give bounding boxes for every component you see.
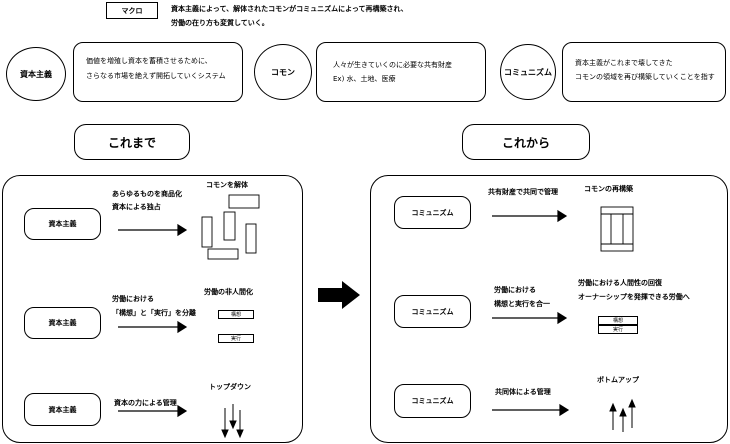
panel-before [2,175,303,443]
right-row-2-label-box: コミュニズム [394,295,471,328]
row-label: コミュニズム [411,307,454,316]
right-row-3-label-box: コミュニズム [394,384,471,418]
def-box-communism: 資本主義がこれまで壊してきた コモンの領域を再び構築していくことを指す [562,42,726,102]
mini-box-label: 実行 [230,336,241,342]
def-term: コモン [271,67,295,77]
heading-after: これから [462,124,590,160]
row-desc: あらゆるものを商品化 [112,190,182,198]
def-term: コミュニズム [504,67,552,77]
heading-after-label: これから [501,135,550,150]
mini-box-label: 構想 [612,318,623,324]
row-desc: 資本の力による管理 [114,399,177,407]
transition-arrow [318,281,360,309]
row-desc: 共有財産で共同で管理 [488,188,558,196]
header-line-2: 労働の在り方も変質していく。 [171,19,269,27]
row-result: コモンの再構築 [584,185,633,193]
def-line: 価値を増殖し資本を蓄積させるために、 [86,57,212,65]
row-desc: 共同体による管理 [495,388,551,396]
row-result: コモンを解体 [206,181,248,189]
row-desc: 構想と実行を合一 [494,300,550,308]
def-circle-communism: コミュニズム [500,44,556,100]
row-label: コミュニズム [411,397,454,405]
heading-before-label: これまで [107,135,156,150]
def-term: 資本主義 [20,69,52,79]
panel-after [370,175,728,443]
def-circle-commons: コモン [254,44,312,100]
mini-box-execution: 実行 [218,334,254,343]
mini-box-execution: 実行 [598,325,638,334]
def-line: Ex) 水、土地、医療 [333,75,396,83]
row-result: ボトムアップ [597,376,639,384]
row-label: 資本主義 [48,405,77,414]
macro-tag: マクロ [106,2,158,19]
def-line: さらなる市場を絶えず開拓していくシステム [86,72,226,80]
header-line-1: 資本主義によって、解体されたコモンがコミュニズムによって再構築され、 [171,5,408,13]
def-box-capitalism: 価値を増殖し資本を蓄積させるために、 さらなる市場を絶えず開拓していくシステム [73,42,243,102]
left-row-2-label-box: 資本主義 [24,307,101,339]
def-line: コモンの領域を再び構築していくことを指す [575,73,715,81]
left-row-3-label-box: 資本主義 [24,393,101,426]
def-line: 人々が生きていくのに必要な共有財産 [333,61,452,69]
def-line: 資本主義がこれまで壊してきた [575,59,673,67]
def-box-commons: 人々が生きていくのに必要な共有財産 Ex) 水、土地、医療 [316,42,486,102]
row-label: 資本主義 [48,220,77,228]
row-desc: 労働における [494,286,536,294]
def-circle-capitalism: 資本主義 [6,47,66,101]
row-desc: 「構想」と「実行」を分離 [112,309,196,317]
mini-box-label: 構想 [230,312,241,318]
left-row-1-label-box: 資本主義 [24,208,101,240]
mini-box-concept: 構想 [218,310,254,319]
row-result: 労働における人間性の回復 [578,279,662,287]
row-result: トップダウン [209,383,251,391]
mini-box-label: 実行 [612,327,623,333]
row-label: コミュニズム [411,208,454,217]
row-desc: 労働における [112,295,154,303]
right-row-1-label-box: コミュニズム [394,196,471,229]
row-result: オーナーシップを発揮できる労働へ [578,293,690,301]
row-result: 労働の非人間化 [204,288,253,296]
heading-before: これまで [74,124,190,160]
mini-box-concept: 構想 [598,316,638,325]
macro-tag-label: マクロ [121,6,143,15]
row-label: 資本主義 [48,319,77,327]
row-desc: 資本による独占 [112,203,161,211]
